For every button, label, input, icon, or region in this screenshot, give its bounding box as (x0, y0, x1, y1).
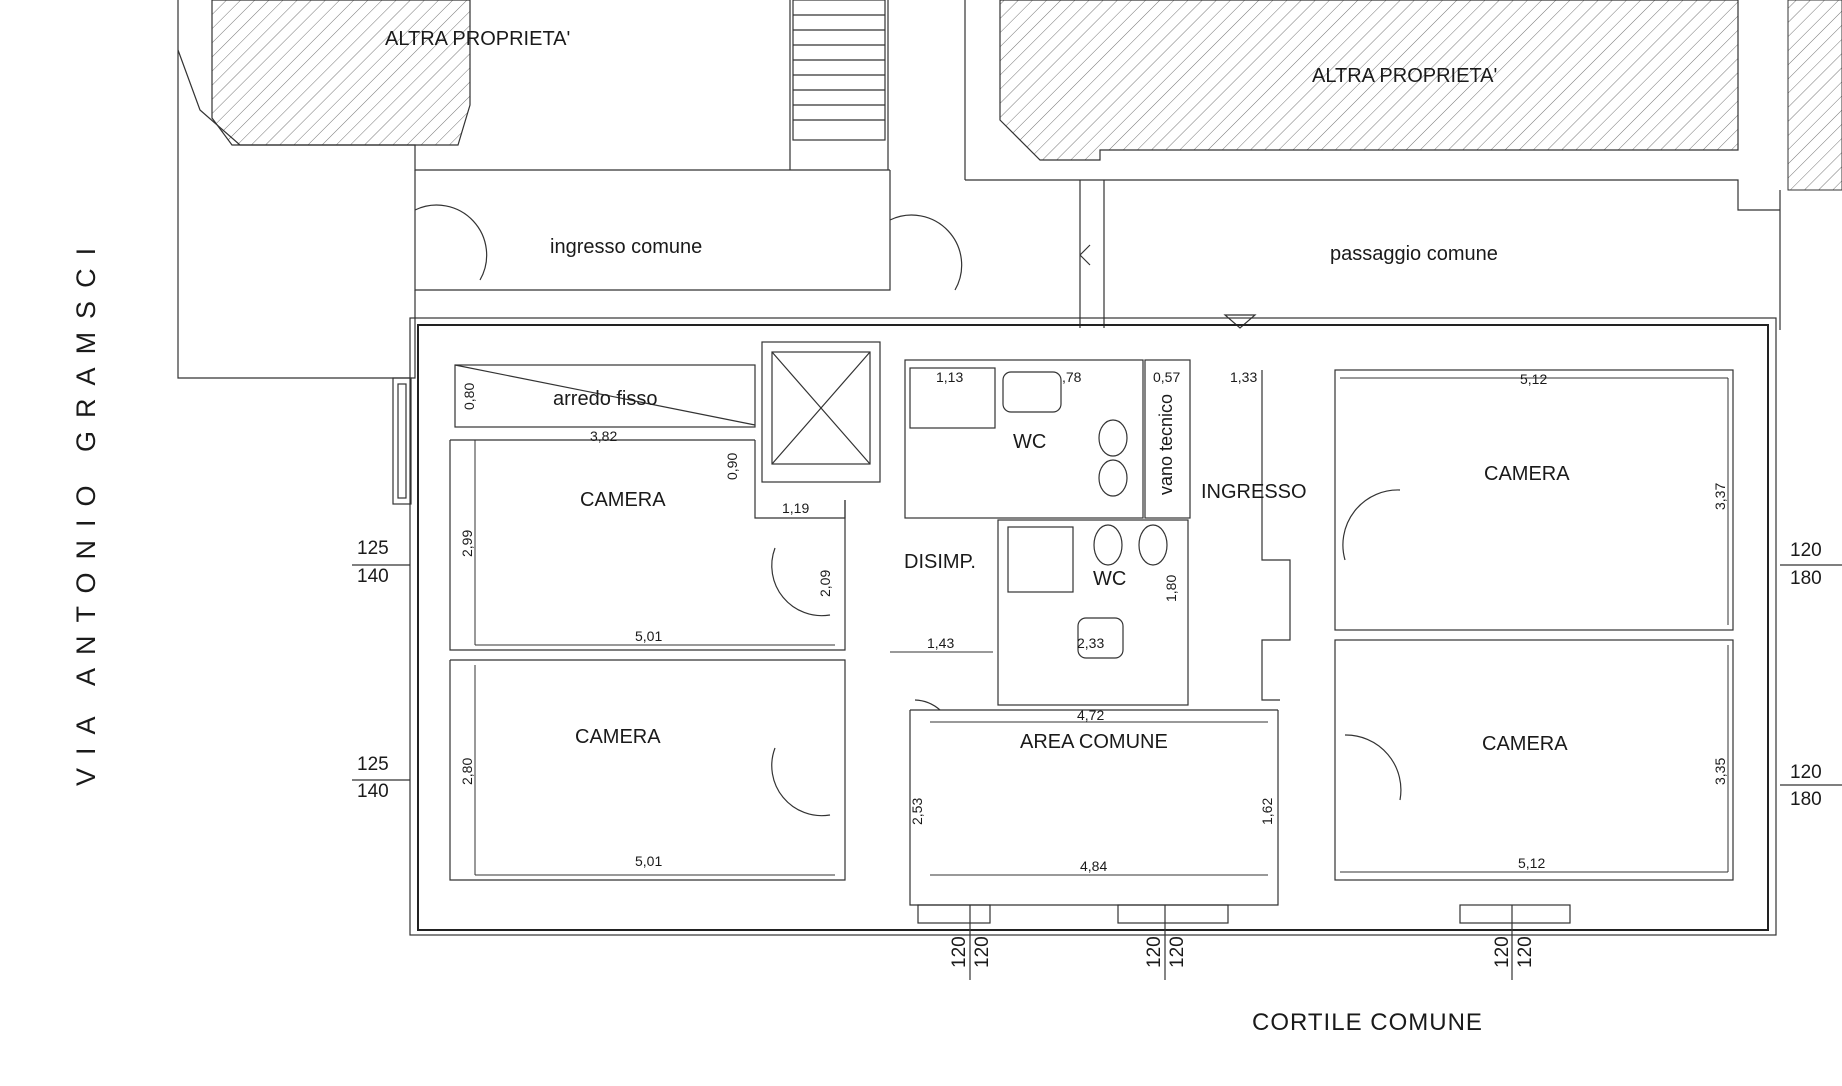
dim-299: 2,99 (459, 530, 475, 557)
window-bottom2-a: 120 (1144, 936, 1165, 968)
dim-180: 1,80 (1163, 575, 1179, 602)
window-right2-top: 120 (1790, 762, 1822, 783)
room-camera-bottom-right: CAMERA (1482, 733, 1568, 755)
window-bottom3-b: 120 (1515, 936, 1536, 968)
dim-512-top: 5,12 (1520, 371, 1547, 387)
dim-382: 3,82 (590, 428, 617, 444)
dim-178: ,78 (1062, 369, 1082, 385)
room-disimp: DISIMP. (904, 551, 976, 573)
dim-080: 0,80 (461, 383, 477, 410)
other-property-label-right: ALTRA PROPRIETA' (1312, 65, 1497, 87)
stairs (792, 0, 886, 141)
window-right2-bottom: 180 (1790, 789, 1822, 810)
dim-501-bottom: 5,01 (635, 853, 662, 869)
room-camera-top-right: CAMERA (1484, 463, 1570, 485)
window-left2-bottom: 140 (357, 781, 389, 802)
room-camera-bottom-left: CAMERA (575, 726, 661, 748)
fixed-furniture-label: arredo fisso (553, 388, 658, 410)
room-technical-space: vano tecnico (1156, 394, 1176, 495)
dim-113: 1,13 (936, 369, 963, 385)
dim-501-top: 5,01 (635, 628, 662, 644)
dim-233: 2,33 (1077, 635, 1104, 651)
other-property-right (999, 0, 1842, 191)
dimension-lines (474, 377, 1729, 876)
dim-472: 4,72 (1077, 707, 1104, 723)
dim-209: 2,09 (817, 570, 833, 597)
window-left2-top: 125 (357, 754, 389, 775)
dim-119: 1,19 (782, 500, 809, 516)
room-camera-top-left: CAMERA (580, 489, 666, 511)
window-left1-top: 125 (357, 538, 389, 559)
dim-162: 1,62 (1259, 798, 1275, 825)
common-entrance-label: ingresso comune (550, 236, 702, 258)
dim-057: 0,57 (1153, 369, 1180, 385)
street-name: VIA ANTONIO GRAMSCI (71, 235, 101, 786)
window-bottom1-b: 120 (972, 936, 993, 968)
window-right1-bottom: 180 (1790, 568, 1822, 589)
room-wc-top: WC (1013, 431, 1046, 453)
window-left1-bottom: 140 (357, 566, 389, 587)
dim-512-bottom: 5,12 (1518, 855, 1545, 871)
dim-143: 1,43 (927, 635, 954, 651)
window-bottom3-a: 120 (1492, 936, 1513, 968)
dim-133: 1,33 (1230, 369, 1257, 385)
dim-335: 3,35 (1712, 758, 1728, 785)
other-property-label-left: ALTRA PROPRIETA' (385, 28, 570, 50)
internal-walls (449, 341, 1734, 906)
window-bottom1-a: 120 (949, 936, 970, 968)
dim-090: 0,90 (724, 453, 740, 480)
common-passage-label: passaggio comune (1330, 243, 1498, 265)
sanitary-fixtures (1002, 371, 1168, 659)
other-property-left (211, 0, 471, 146)
apartment-walls (392, 317, 1777, 936)
outer-walls (177, 0, 1781, 379)
dim-484: 4,84 (1080, 858, 1107, 874)
window-right1-top: 120 (1790, 540, 1822, 561)
courtyard-label: CORTILE COMUNE (1252, 1009, 1483, 1036)
window-ticks (352, 564, 1842, 980)
doors (771, 489, 1402, 817)
window-bottom2-b: 120 (1167, 936, 1188, 968)
dim-337: 3,37 (1712, 483, 1728, 510)
room-area-comune: AREA COMUNE (1020, 731, 1168, 753)
dim-280: 2,80 (459, 758, 475, 785)
room-wc-bottom: WC (1093, 568, 1126, 590)
dim-253: 2,53 (909, 798, 925, 825)
room-ingresso: INGRESSO (1201, 481, 1307, 503)
